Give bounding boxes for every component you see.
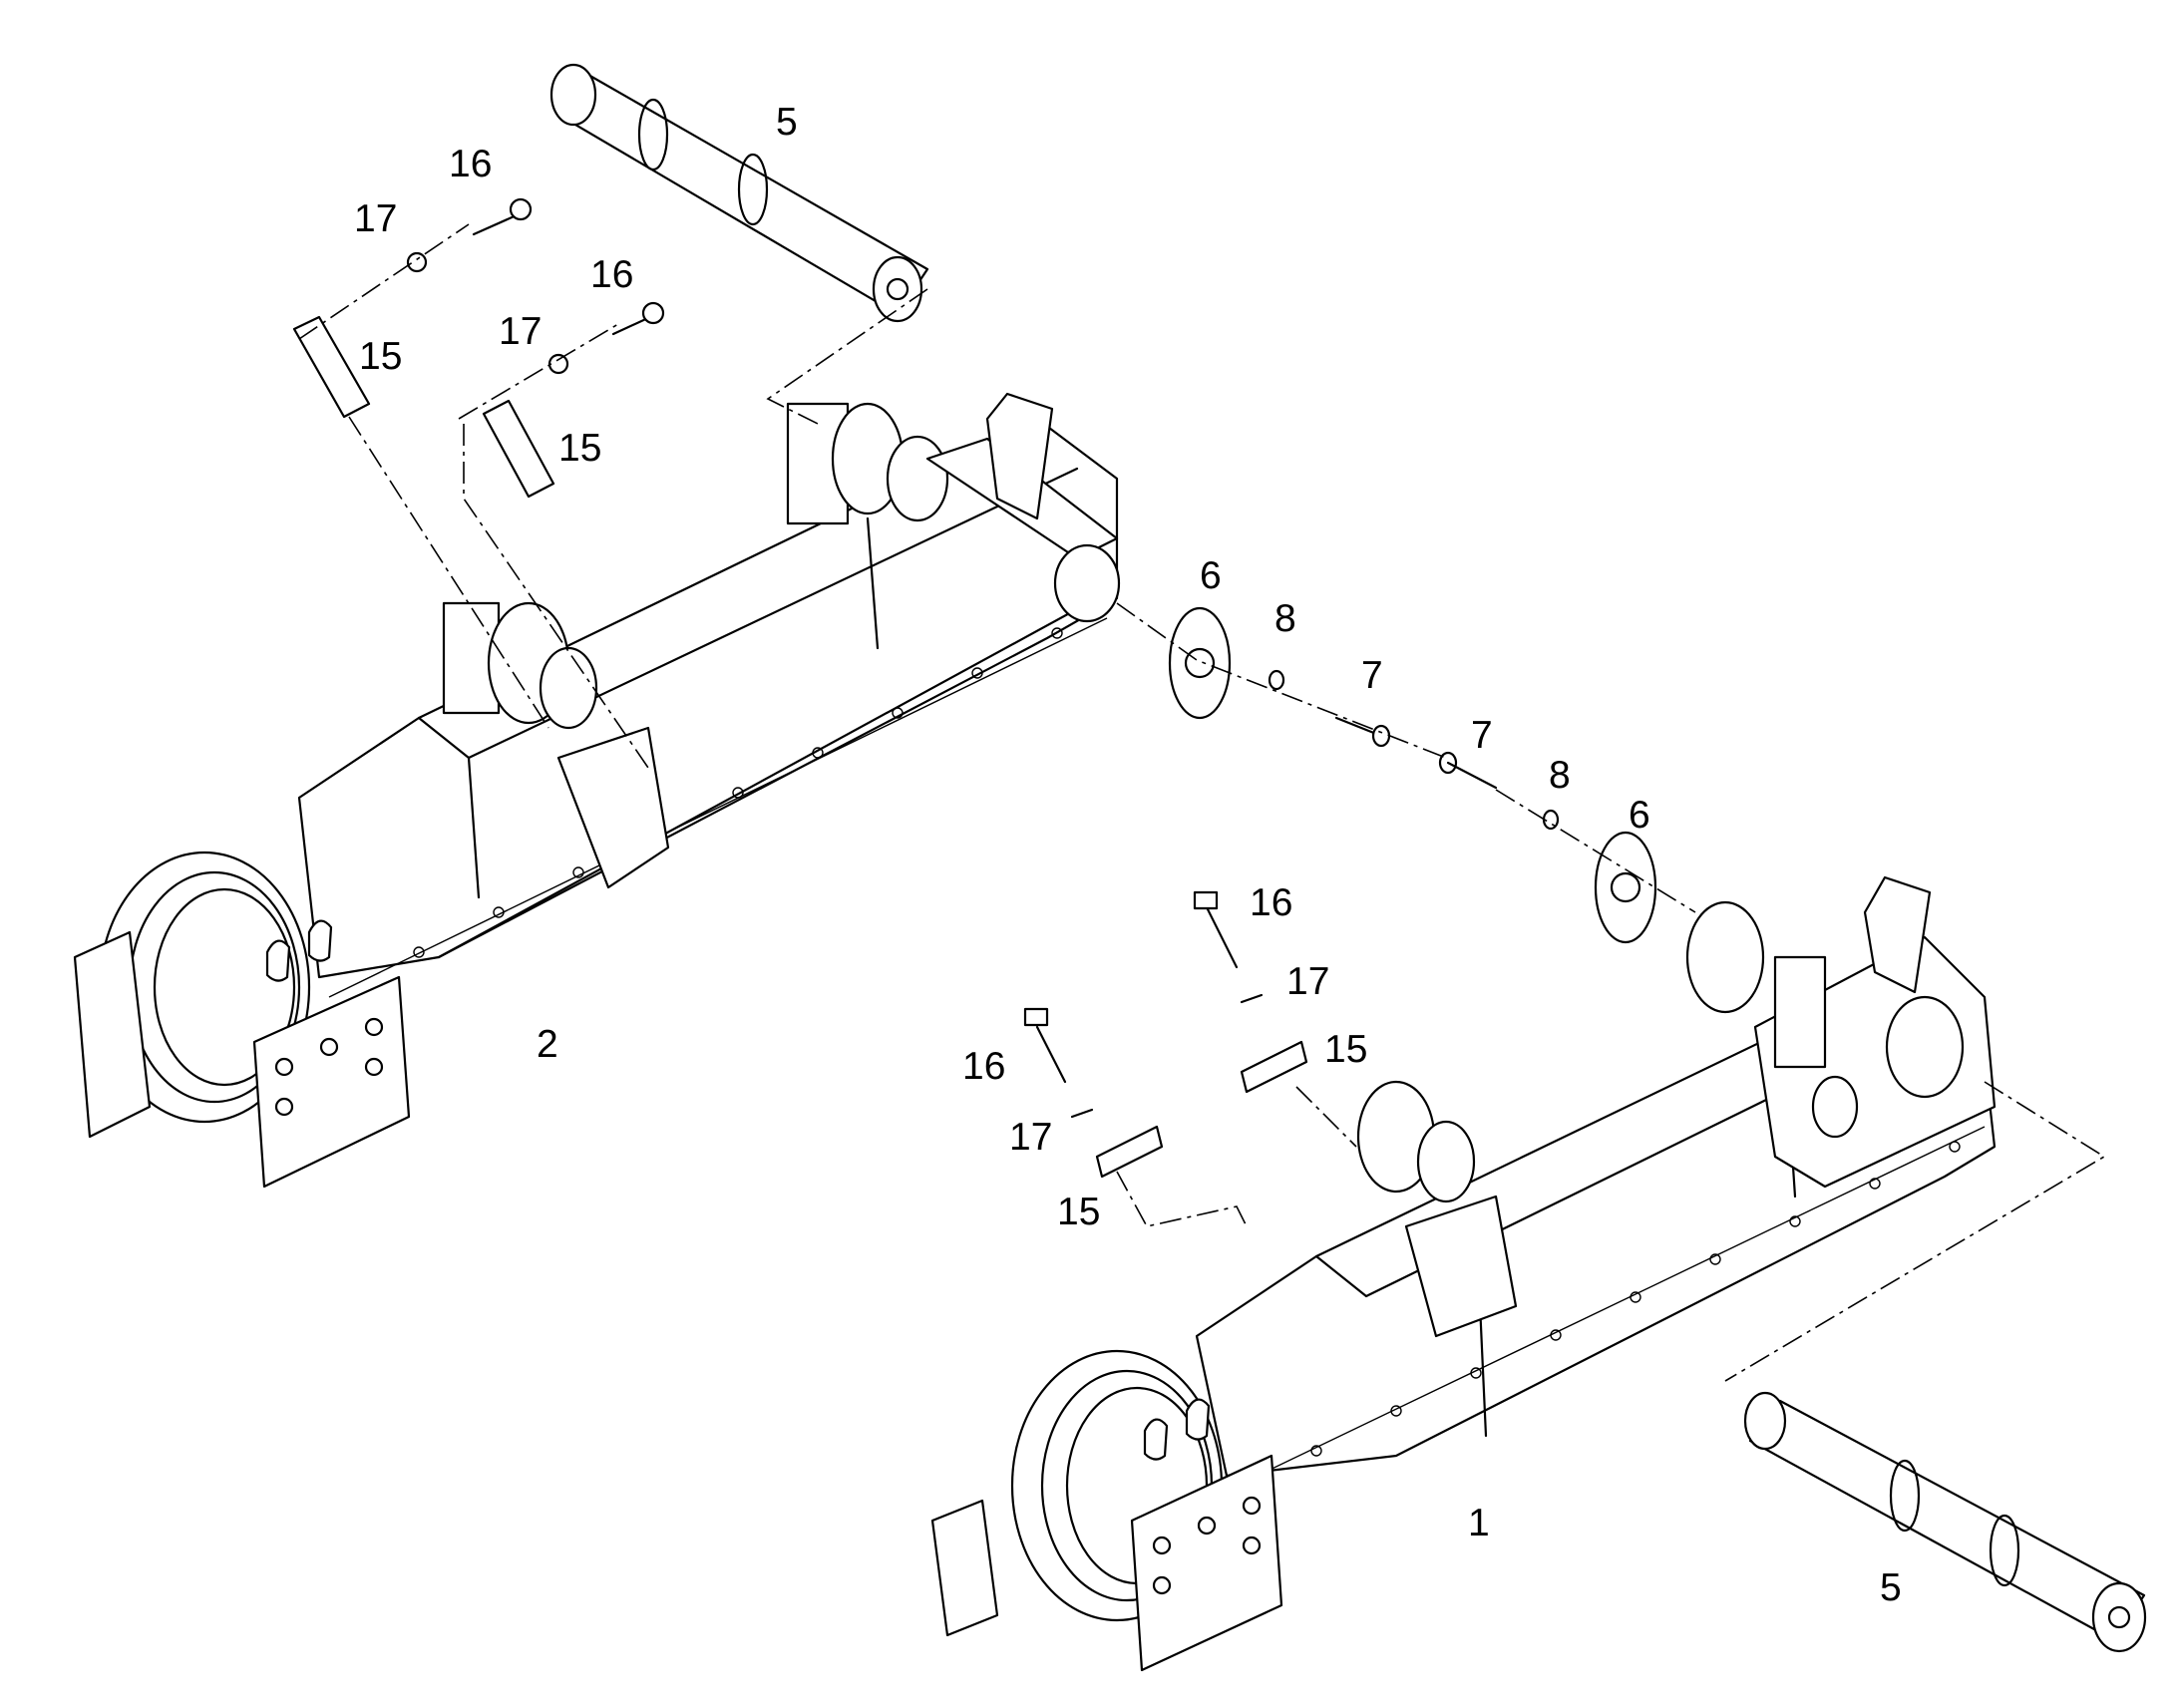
callout-16-c: 16: [962, 1045, 1005, 1088]
callout-1: 1: [1468, 1502, 1490, 1544]
clamp-15-a: [292, 315, 371, 419]
callout-6-upper: 6: [1200, 554, 1222, 597]
callout-15-d: 15: [1324, 1028, 1367, 1071]
bolt-16-a: [472, 197, 533, 236]
callout-17-c: 17: [1009, 1116, 1052, 1159]
bolt-7-lower: [1438, 751, 1498, 790]
callout-5-upper: 5: [776, 101, 798, 144]
nut-8-upper: [1268, 669, 1285, 691]
callout-8-upper: 8: [1274, 597, 1296, 640]
callout-15-b: 15: [558, 427, 601, 470]
callout-15-c: 15: [1057, 1191, 1100, 1233]
callout-16-b: 16: [590, 253, 633, 296]
callout-7-upper: 7: [1361, 654, 1383, 697]
callout-17-b: 17: [499, 310, 542, 353]
washer-17-b: [547, 353, 569, 375]
shaft-5-upper: [549, 63, 929, 323]
assembly-leader-lines: [298, 223, 2106, 1382]
washer-17-a: [406, 251, 428, 273]
callout-labels: 1 2 5 5 6 6 7 7 8 8 15 15 15 15 16 16 16…: [354, 101, 1902, 1609]
callout-16-d: 16: [1250, 881, 1292, 924]
washer-17-c: [1070, 1108, 1094, 1119]
washer-6-lower: [1594, 831, 1657, 944]
callout-2: 2: [537, 1023, 558, 1066]
callout-5-lower: 5: [1880, 1566, 1902, 1609]
callout-16-a: 16: [449, 143, 492, 185]
callout-7-lower: 7: [1471, 714, 1493, 757]
callout-6-lower: 6: [1629, 794, 1650, 837]
track-frame-assembly-1: [930, 875, 1997, 1672]
bolt-16-b: [611, 301, 665, 336]
callout-17-a: 17: [354, 197, 397, 240]
track-frame-assembly-2: [73, 392, 1121, 1189]
bolt-16-d: [1193, 890, 1239, 969]
shaft-5-lower: [1743, 1391, 2147, 1653]
washer-6-upper: [1168, 606, 1232, 720]
callout-8-lower: 8: [1549, 754, 1571, 797]
clamp-15-d: [1240, 1040, 1308, 1094]
clamp-15-c: [1095, 1125, 1164, 1179]
clamp-15-b: [482, 399, 555, 499]
callout-15-a: 15: [359, 335, 402, 378]
callout-17-d: 17: [1286, 960, 1329, 1003]
bolt-16-c: [1023, 1007, 1067, 1084]
washer-17-d: [1240, 993, 1264, 1004]
